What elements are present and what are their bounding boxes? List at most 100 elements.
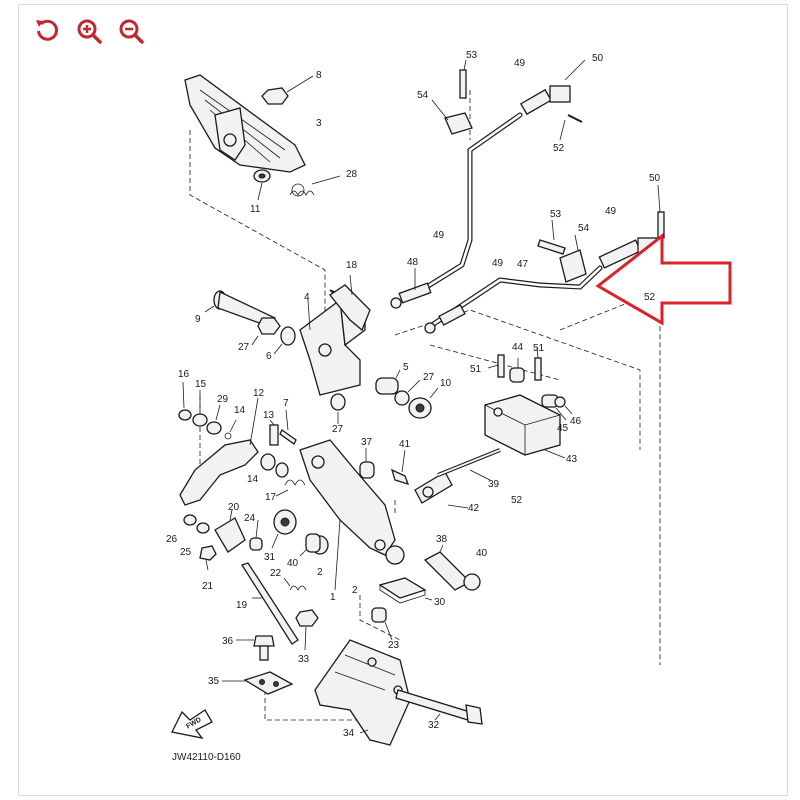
part-label: 27 (332, 424, 344, 435)
part-label: 52 (553, 143, 565, 154)
bolts-part-51 (487, 347, 542, 381)
collar-part-45 (541, 394, 567, 421)
part-label: 21 (202, 581, 214, 592)
part-label: 17 (265, 492, 277, 503)
nut-part-33 (295, 609, 319, 651)
zoom-in-icon (77, 19, 102, 44)
part-label: 6 (266, 351, 272, 362)
part-label: 12 (253, 388, 265, 399)
part-label: 18 (346, 260, 358, 271)
clevis-part-42 (414, 471, 469, 509)
zoom-out-icon (119, 19, 144, 44)
washers-part-26-25 (183, 514, 210, 534)
part-label: 16 (178, 369, 190, 380)
part-label: 49 (514, 58, 526, 69)
cap-part-40b (463, 573, 481, 591)
part-label: 40 (287, 558, 299, 569)
part-label: 14 (234, 405, 246, 416)
part-label: 46 (570, 416, 582, 427)
lever-part-20 (214, 509, 246, 553)
cotter-pins-part-52 (559, 114, 583, 141)
part-label: 27 (423, 372, 435, 383)
bolt-part-36 (236, 635, 275, 661)
part-label: 31 (264, 552, 276, 563)
part-label: 49 (492, 258, 504, 269)
part-label: 53 (466, 50, 478, 61)
part-label: 51 (470, 364, 482, 375)
part-label: 2 (317, 567, 323, 578)
washer-part-27b (394, 379, 421, 406)
part-label: 27 (238, 342, 250, 353)
washer-part-46 (554, 396, 573, 415)
part-label: 30 (434, 597, 446, 608)
part-label: 9 (195, 314, 201, 325)
part-label: 40 (476, 548, 488, 559)
bolt-part-53 (459, 59, 467, 99)
pad-part-30 (378, 577, 433, 604)
part-label: 33 (298, 654, 310, 665)
part-label: 41 (399, 439, 411, 450)
rod-part-19 (241, 562, 299, 645)
collar-part-44 (509, 358, 525, 383)
plate-part-35 (222, 671, 294, 695)
nut-part-8 (261, 75, 314, 105)
fwd-arrow-icon: FWD (171, 709, 213, 739)
part-label: 50 (592, 53, 604, 64)
part-label: 7 (283, 398, 289, 409)
bracket-part-18 (329, 274, 371, 332)
lever-part-12 (179, 397, 259, 506)
part-label: 50 (649, 173, 661, 184)
part-label: 53 (550, 209, 562, 220)
part-label: 49 (605, 206, 617, 217)
zoom-out-button[interactable] (116, 16, 146, 46)
bolt-part-53b (537, 219, 566, 255)
part-label: 13 (263, 410, 275, 421)
part-label: 51 (533, 343, 545, 354)
collar-part-37 (359, 448, 375, 479)
part-label: 2 (352, 585, 358, 596)
rotate-icon (36, 19, 58, 41)
part-label: 24 (244, 513, 256, 524)
part-label: 20 (228, 502, 240, 513)
part-label: 43 (566, 454, 578, 465)
part-label: 44 (512, 342, 524, 353)
rotate-button[interactable] (32, 16, 62, 46)
part-label: 54 (578, 223, 590, 234)
pin-part-24 (249, 519, 263, 551)
part-label: 22 (270, 568, 282, 579)
part-label: 4 (304, 292, 310, 303)
part-label: 3 (316, 118, 322, 129)
part-label: 19 (236, 600, 248, 611)
pedal-part-3 (184, 74, 306, 173)
bracket-part-54b (559, 234, 587, 283)
part-label: 28 (346, 169, 358, 180)
part-label: 29 (217, 394, 229, 405)
part-number-labels: 1 2 2 3 4 5 6 7 8 9 10 11 12 13 14 14 15… (166, 50, 661, 739)
part-label: 49 (433, 230, 445, 241)
part-label: 10 (440, 378, 452, 389)
spring-part-28 (289, 175, 341, 197)
part-label: 48 (407, 257, 419, 268)
part-label: 5 (403, 362, 409, 373)
collar-part-23 (371, 607, 393, 641)
part-label: 52 (644, 292, 656, 303)
lever-part-1 (299, 439, 396, 591)
bolt-part-7 (279, 409, 297, 445)
part-label: 39 (488, 479, 500, 490)
part-label: 14 (247, 474, 259, 485)
part-label: 8 (316, 70, 322, 81)
part-label: 25 (180, 547, 192, 558)
zoom-in-button[interactable] (74, 16, 104, 46)
part-label: 47 (517, 259, 529, 270)
collar-part-5 (375, 369, 401, 395)
collars-part-14 (260, 453, 289, 478)
bracket-part-54 (431, 99, 473, 135)
part-label: 11 (250, 204, 261, 215)
bushing-part-11 (253, 169, 271, 201)
bolt-part-41 (390, 449, 410, 486)
part-label: 45 (557, 423, 569, 434)
base-bracket-part-34 (314, 639, 411, 746)
collar-part-27c (330, 393, 346, 424)
part-label: 15 (195, 379, 207, 390)
